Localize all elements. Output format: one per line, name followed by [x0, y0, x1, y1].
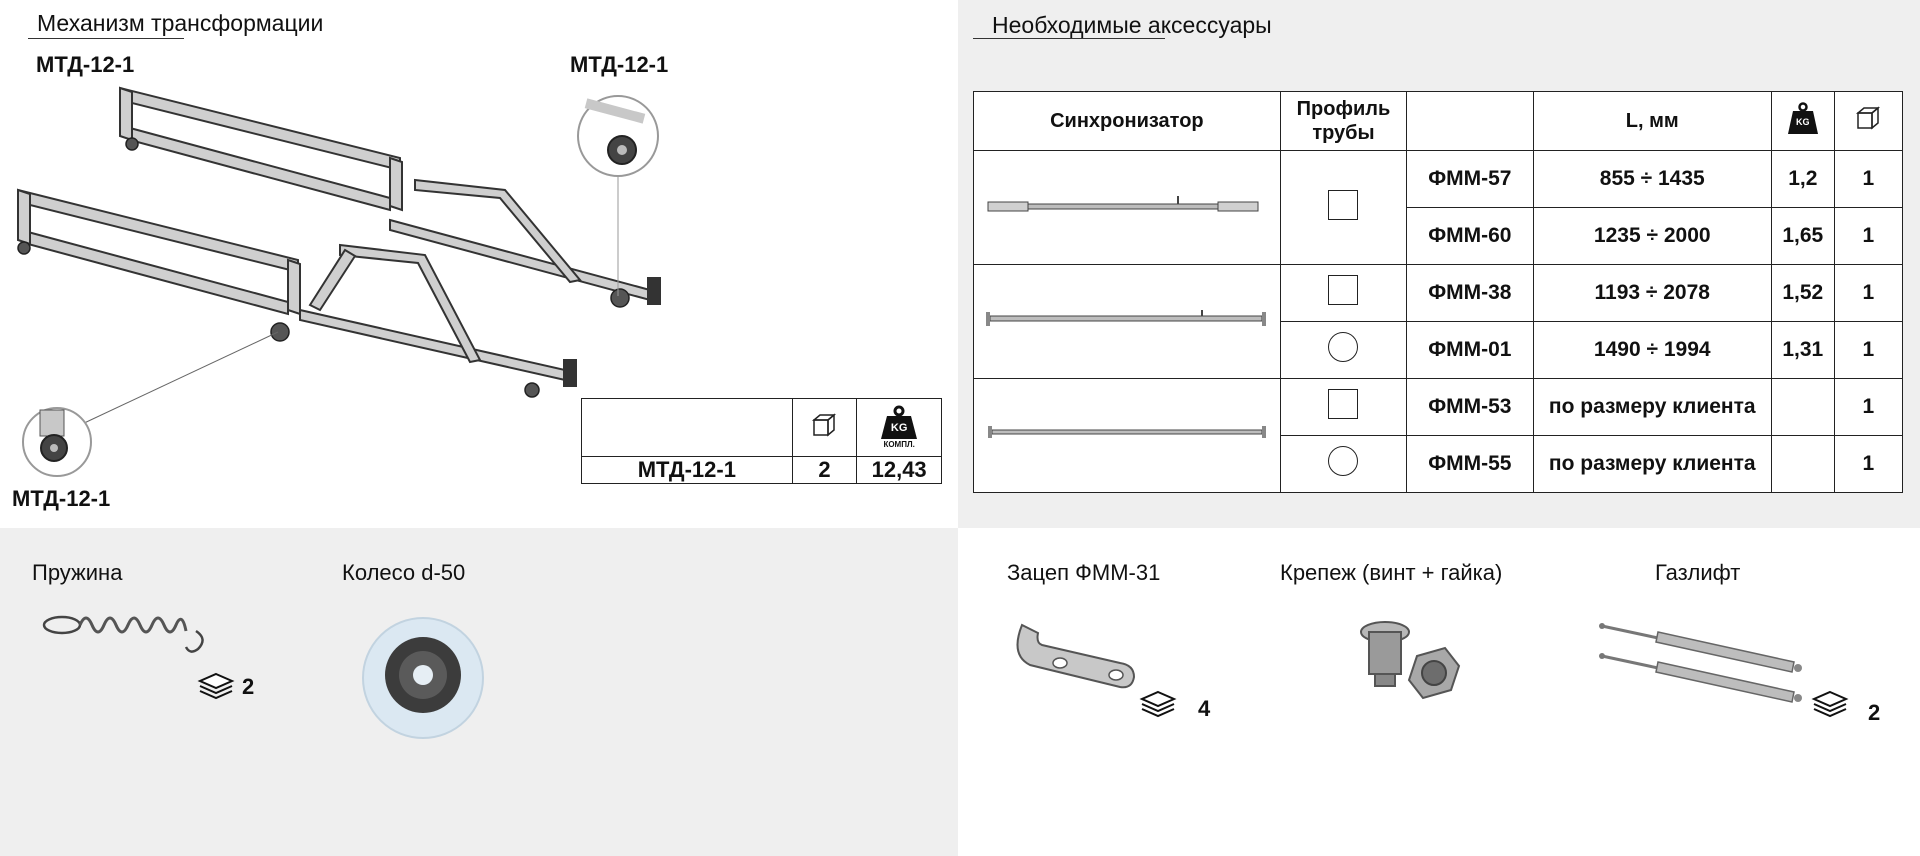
- round-profile-icon: [1328, 332, 1359, 362]
- weight-kg-icon: KG: [1786, 102, 1820, 134]
- stack-icon: [1811, 690, 1849, 718]
- qty-cell: 1: [1833, 264, 1904, 322]
- hook-title: Зацеп ФММ-31: [1007, 560, 1161, 585]
- wheel-title: Колесо d-50: [342, 560, 466, 585]
- synchronizer-rod-icon: [987, 195, 1259, 211]
- weight-kg-text: KG: [1796, 117, 1810, 127]
- square-profile-icon: [1328, 389, 1359, 419]
- table-row: ФММ-60 1235 ÷ 2000 1,65 1: [974, 207, 1904, 265]
- accessories-title-underline: [973, 38, 1165, 39]
- mtd-header-weight: KG КОМПЛ.: [856, 398, 942, 457]
- box-icon: [812, 412, 837, 437]
- wheel-icon: [362, 617, 484, 739]
- fastener-title: Крепеж (винт + гайка): [1280, 560, 1503, 585]
- spring-qty: 2: [242, 674, 255, 699]
- qty-cell: 1: [1833, 150, 1904, 208]
- profile-cell: [1279, 435, 1408, 493]
- code-cell: ФММ-38: [1406, 264, 1534, 322]
- code-cell: ФММ-53: [1406, 378, 1534, 436]
- qty-cell: 1: [1833, 378, 1904, 436]
- qty-cell: 1: [1833, 207, 1904, 265]
- hook-icon: [1016, 623, 1136, 689]
- spring-title: Пружина: [32, 560, 123, 585]
- hook-qty: 4: [1198, 696, 1211, 721]
- header-profile: Профиль трубы: [1279, 91, 1408, 151]
- header-box: [1833, 91, 1904, 151]
- length-cell: по размеру клиента: [1532, 435, 1772, 493]
- synchronizer-rod-icon: [985, 309, 1266, 326]
- weight-cell: 1,52: [1770, 264, 1835, 322]
- code-cell: ФММ-55: [1406, 435, 1534, 493]
- sync-image-1: [973, 150, 1281, 265]
- length-cell: 1490 ÷ 1994: [1532, 321, 1772, 379]
- table-row: ФММ-38 1193 ÷ 2078 1,52 1: [973, 264, 1904, 379]
- stack-icon: [1139, 690, 1177, 718]
- mechanism-drawing: [17, 86, 661, 477]
- table-row: ФММ-53 по размеру клиента 1: [973, 378, 1904, 493]
- header-code-blank: [1406, 91, 1534, 151]
- square-profile-icon: [1328, 189, 1359, 220]
- mtd-header-box: [791, 398, 858, 457]
- weight-cell: 1,2: [1770, 150, 1835, 208]
- mechanism-title-underline: [28, 38, 184, 39]
- weight-cell: 1,65: [1770, 207, 1835, 265]
- header-weight: KG: [1770, 91, 1835, 151]
- mechanism-label-bottom: МТД-12-1: [12, 486, 111, 511]
- gaslift-icon: [1599, 623, 1802, 703]
- gaslift-title: Газлифт: [1655, 560, 1741, 585]
- length-cell: 1235 ÷ 2000: [1532, 207, 1772, 265]
- square-profile-icon: [1328, 275, 1359, 305]
- accessories-title: Необходимые аксессуары: [992, 12, 1272, 38]
- profile-cell: [1279, 264, 1408, 322]
- mechanism-label-right: МТД-12-1: [570, 52, 669, 77]
- weight-kg-icon: KG КОМПЛ.: [879, 405, 919, 449]
- weight-cell: [1770, 435, 1835, 493]
- sync-image-2: [973, 264, 1281, 379]
- weight-cell: [1770, 378, 1835, 436]
- table-row: ФММ-57 855 ÷ 1435 1,2 1: [973, 150, 1904, 265]
- profile-cell-1: [1279, 150, 1408, 265]
- code-cell: ФММ-57: [1406, 150, 1534, 208]
- gaslift-qty: 2: [1868, 700, 1881, 725]
- mtd-row-name: МТД-12-1: [581, 456, 793, 484]
- length-cell: 1193 ÷ 2078: [1532, 264, 1772, 322]
- code-cell: ФММ-60: [1406, 207, 1534, 265]
- mtd-row-weight: 12,43: [856, 456, 942, 484]
- box-icon: [1856, 106, 1881, 130]
- spring-icon: [42, 615, 204, 653]
- header-length: L, мм: [1532, 91, 1772, 151]
- weight-kg-text: KG: [890, 421, 908, 434]
- code-cell: ФММ-01: [1406, 321, 1534, 379]
- table-row: ФММ-55 по размеру клиента 1: [974, 435, 1904, 493]
- weight-kompl-text: КОМПЛ.: [883, 439, 915, 449]
- accessories-table: Синхронизатор Профиль трубы L, мм KG: [973, 91, 1904, 493]
- mechanism-label-left: МТД-12-1: [36, 52, 135, 77]
- weight-cell: 1,31: [1770, 321, 1835, 379]
- length-cell: по размеру клиента: [1532, 378, 1772, 436]
- header-sync: Синхронизатор: [973, 91, 1281, 151]
- synchronizer-rod-icon: [987, 425, 1266, 438]
- mtd-row-qty: 2: [791, 456, 858, 484]
- mtd-header-blank: [581, 398, 793, 457]
- profile-cell: [1279, 321, 1408, 379]
- mechanism-summary-table: KG КОМПЛ. МТД-12-1 2 12,43: [581, 398, 942, 484]
- mechanism-title: Механизм трансформации: [37, 10, 324, 36]
- fastener-icon: [1360, 621, 1461, 700]
- table-row: ФММ-01 1490 ÷ 1994 1,31 1: [974, 321, 1904, 379]
- profile-cell: [1279, 378, 1408, 436]
- qty-cell: 1: [1833, 435, 1904, 493]
- qty-cell: 1: [1833, 321, 1904, 379]
- round-profile-icon: [1328, 446, 1359, 476]
- sync-image-3: [973, 378, 1281, 493]
- stack-icon: [197, 672, 235, 700]
- length-cell: 855 ÷ 1435: [1532, 150, 1772, 208]
